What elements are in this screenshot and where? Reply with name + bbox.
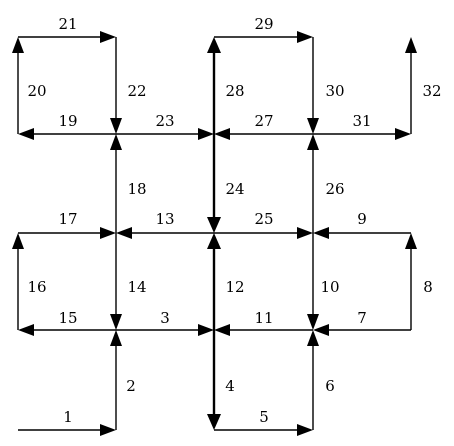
arrowhead <box>313 227 329 239</box>
edge-label: 28 <box>225 82 244 100</box>
edge-24 <box>207 134 221 233</box>
edge-12 <box>207 233 221 330</box>
edge-20 <box>12 37 24 134</box>
edge-6 <box>307 330 319 430</box>
arrowhead <box>110 134 122 150</box>
edge-label: 1 <box>63 408 73 426</box>
arrowhead <box>307 330 319 346</box>
arrowhead <box>198 324 214 336</box>
arrowhead <box>12 37 24 53</box>
edge-1 <box>18 424 116 436</box>
edge-label: 21 <box>58 15 77 33</box>
arrowhead <box>297 227 313 239</box>
arrowhead <box>405 37 417 53</box>
edge-label: 17 <box>58 210 77 228</box>
edge-label: 13 <box>155 210 174 228</box>
arrowhead <box>198 128 214 140</box>
edge-label: 26 <box>325 180 344 198</box>
edge-label: 23 <box>155 112 174 130</box>
edge-22 <box>110 37 122 134</box>
edge-label: 25 <box>254 210 273 228</box>
edge-label: 4 <box>225 377 235 395</box>
edge-3 <box>116 324 214 336</box>
arrowhead <box>116 227 132 239</box>
edge-label: 6 <box>325 377 335 395</box>
edge-5 <box>214 424 313 436</box>
edge-23 <box>116 128 214 140</box>
edge-label: 12 <box>225 278 244 296</box>
arrowhead <box>110 118 122 134</box>
arrowhead <box>313 324 329 336</box>
edge-9 <box>313 227 411 239</box>
edge-7 <box>313 324 411 336</box>
edge-label: 29 <box>254 15 273 33</box>
edge-32 <box>405 37 417 134</box>
edge-4 <box>207 330 221 430</box>
edge-label: 30 <box>325 82 344 100</box>
edge-17 <box>18 227 116 239</box>
arrowhead <box>207 233 221 249</box>
arrowhead <box>297 31 313 43</box>
edge-label: 31 <box>352 112 371 130</box>
arrowhead <box>307 134 319 150</box>
edge-28 <box>207 37 221 134</box>
arrowhead <box>207 217 221 233</box>
edge-label: 10 <box>320 278 339 296</box>
arrowhead <box>207 37 221 53</box>
edge-21 <box>18 31 116 43</box>
edge-29 <box>214 31 313 43</box>
arrowhead <box>207 414 221 430</box>
arrowhead <box>214 128 230 140</box>
edge-10 <box>307 233 319 330</box>
edge-14 <box>110 233 122 330</box>
edge-label: 22 <box>127 82 146 100</box>
arrowhead <box>110 314 122 330</box>
edge-31 <box>313 128 411 140</box>
arrowhead <box>18 324 34 336</box>
edge-label: 16 <box>27 278 46 296</box>
edge-16 <box>12 233 24 330</box>
arrowhead <box>18 128 34 140</box>
edge-label: 9 <box>357 210 367 228</box>
edge-label: 5 <box>259 408 269 426</box>
edge-label: 14 <box>127 278 146 296</box>
edge-19 <box>18 128 116 140</box>
edge-label: 19 <box>58 112 77 130</box>
arrowhead <box>307 314 319 330</box>
edge-25 <box>214 227 313 239</box>
arrowhead <box>100 31 116 43</box>
edge-13 <box>116 227 214 239</box>
arrowhead <box>297 424 313 436</box>
edge-27 <box>214 128 313 140</box>
arrowhead <box>100 227 116 239</box>
edge-15 <box>18 324 116 336</box>
edge-8 <box>405 233 417 330</box>
edge-11 <box>214 324 313 336</box>
edge-label: 2 <box>126 377 136 395</box>
edge-18 <box>110 134 122 233</box>
edge-label: 27 <box>254 112 273 130</box>
arrowhead <box>395 128 411 140</box>
edge-label: 8 <box>423 278 433 296</box>
edge-label: 20 <box>27 82 46 100</box>
edge-2 <box>110 330 122 430</box>
arrowhead <box>110 330 122 346</box>
edge-label: 7 <box>357 309 367 327</box>
arrowhead <box>12 233 24 249</box>
edge-label: 3 <box>160 309 170 327</box>
edge-label: 32 <box>422 82 441 100</box>
edge-label: 24 <box>225 180 244 198</box>
edge-label: 15 <box>58 309 77 327</box>
arrowhead <box>307 118 319 134</box>
arrowhead <box>214 324 230 336</box>
arrowhead <box>405 233 417 249</box>
edge-26 <box>307 134 319 233</box>
arrowhead <box>100 424 116 436</box>
edge-label: 11 <box>254 309 273 327</box>
edge-label: 18 <box>127 180 146 198</box>
label-layer: 1234567891011121314151617181920212223242… <box>27 15 441 426</box>
edge-30 <box>307 37 319 134</box>
edge-layer <box>12 31 417 436</box>
